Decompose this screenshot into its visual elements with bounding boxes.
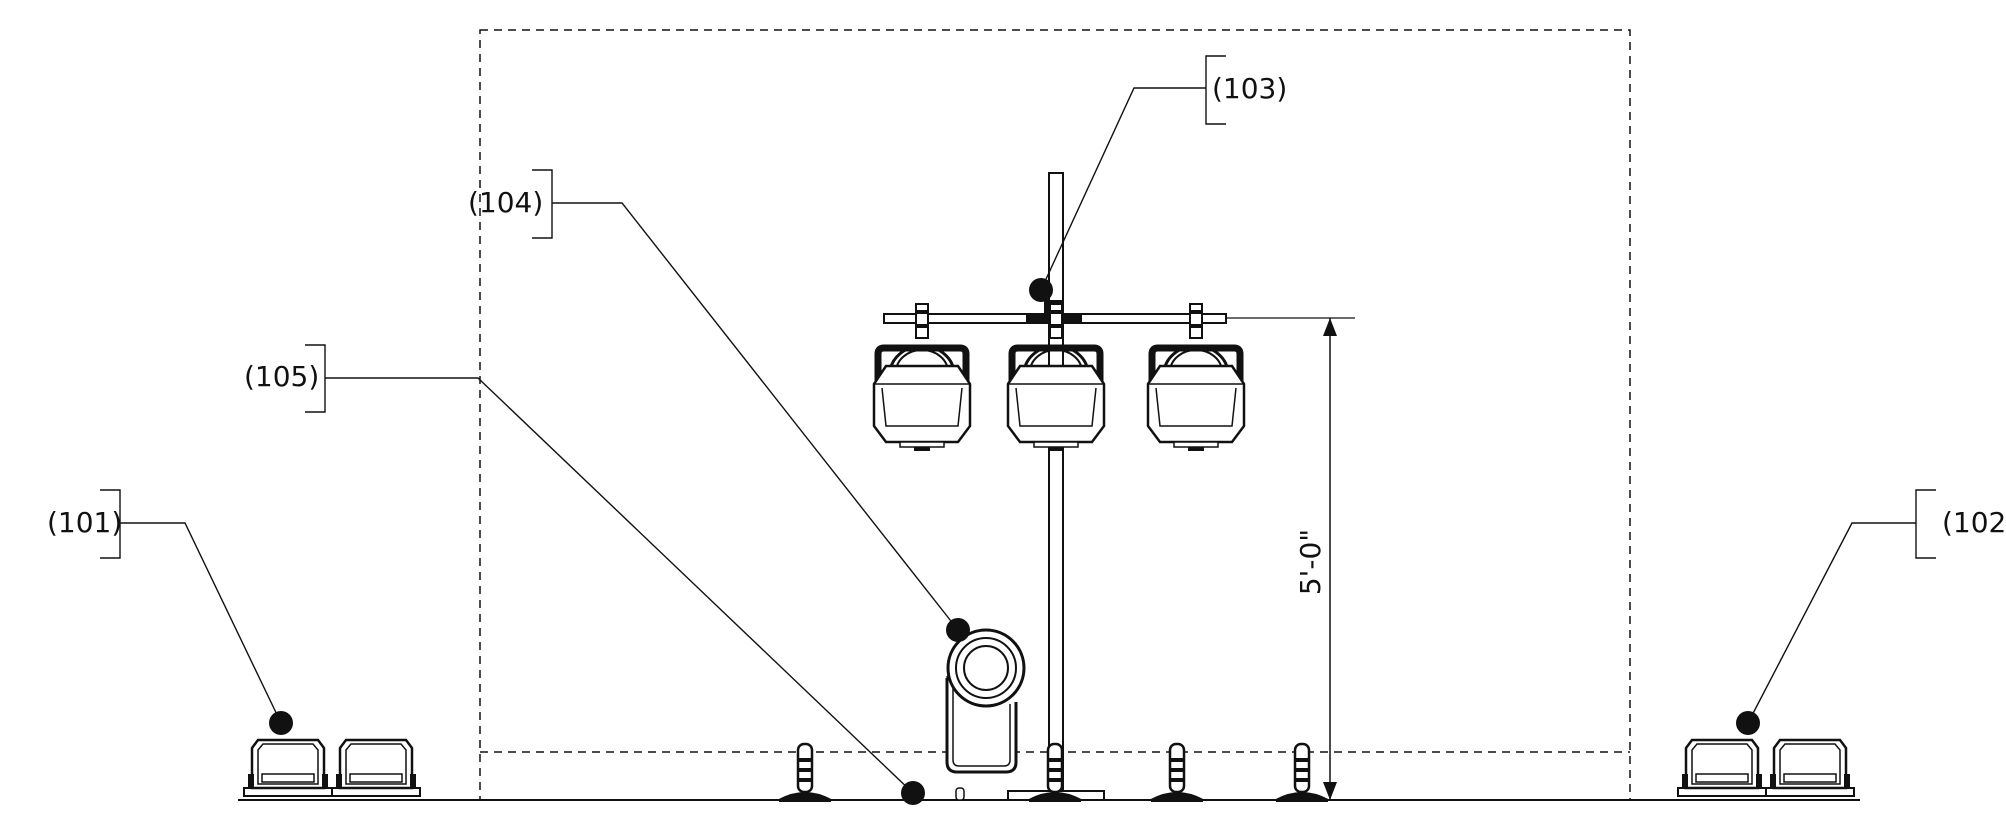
- callout-105: (105): [244, 360, 319, 393]
- leader-dots: [269, 278, 1760, 805]
- stage-monitor-icon: [242, 738, 334, 798]
- height-dimension: 5'-0": [1226, 317, 1355, 800]
- lighting-stand-pole: [1048, 172, 1064, 792]
- dimension-label: 5'-0": [1294, 529, 1327, 595]
- follow-spot-icon: [945, 628, 1026, 801]
- callout-104: (104): [468, 186, 543, 219]
- callout-103: (103): [1212, 72, 1287, 105]
- callout-102: (102): [1942, 506, 2006, 539]
- lighting-fixture-icon: [1148, 304, 1244, 451]
- stage-monitor-icon: [1764, 738, 1856, 798]
- callout-101: (101): [47, 506, 122, 539]
- lighting-fixture-icon: [874, 304, 970, 451]
- lighting-fixture-icon: [1008, 304, 1104, 451]
- callout-brackets: [100, 55, 1936, 559]
- stage-monitor-icon: [330, 738, 422, 798]
- stage-monitor-icon: [1676, 738, 1768, 798]
- leader-lines: [120, 87, 1916, 794]
